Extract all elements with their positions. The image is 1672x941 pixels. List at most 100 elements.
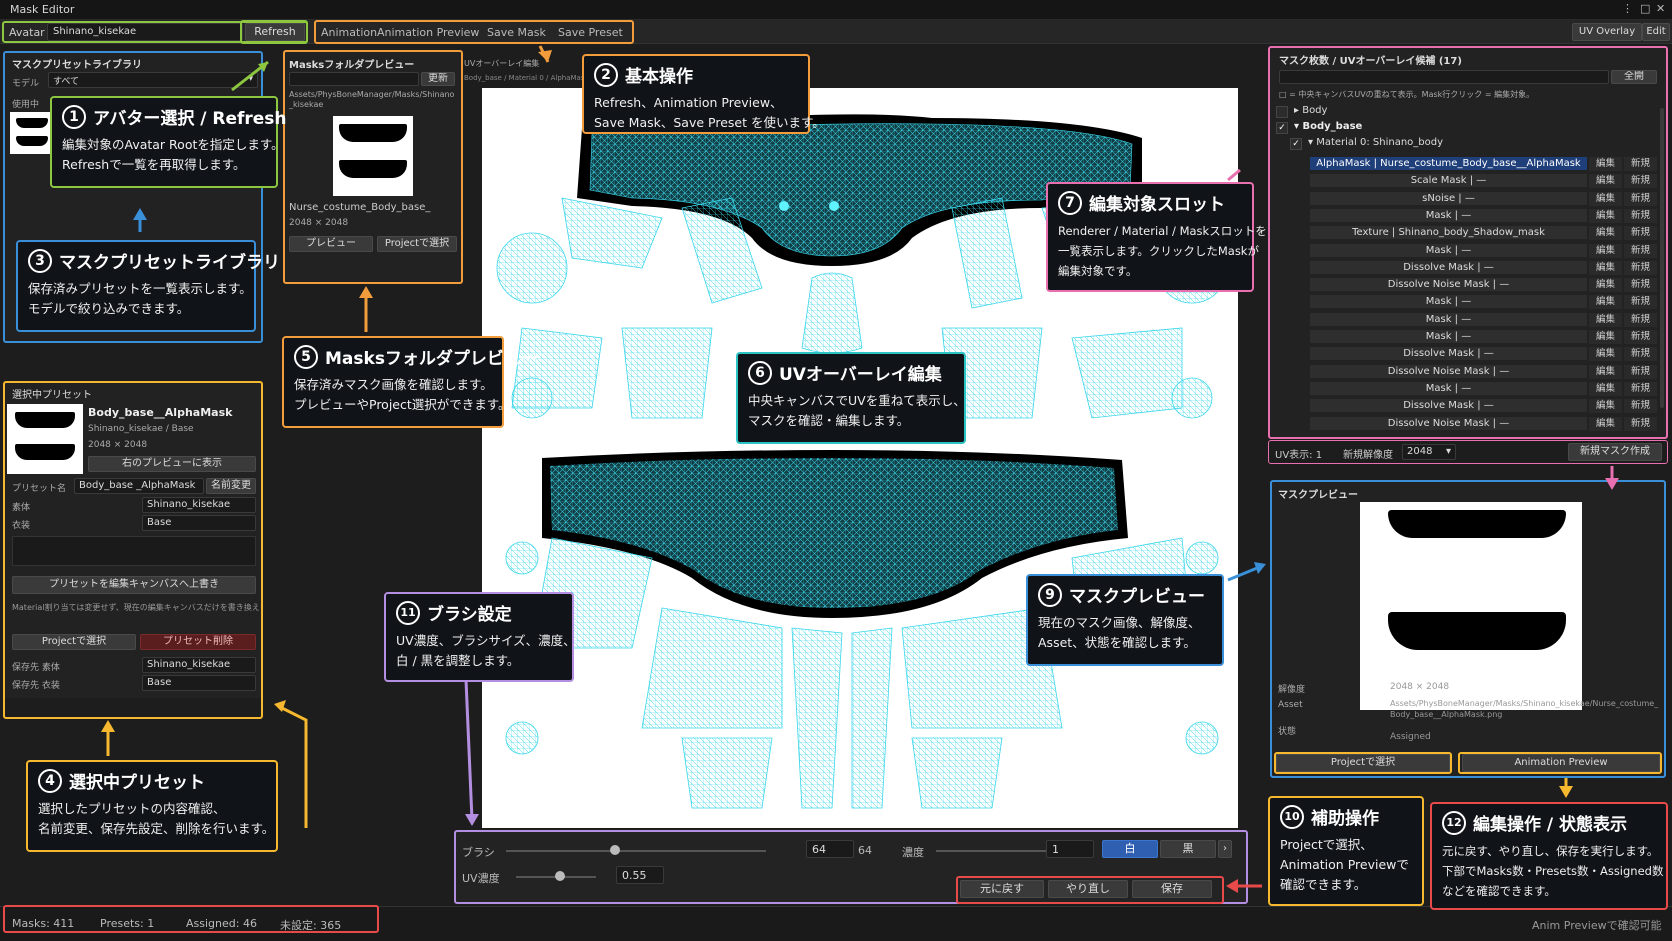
new-res-select[interactable]: 2048▾ <box>1402 444 1456 460</box>
mask-slot-new-button[interactable]: 新規 <box>1624 313 1657 327</box>
mask-slot-edit-button[interactable]: 編集 <box>1589 313 1622 327</box>
overwrite-canvas-button[interactable]: プリセットを編集キャンバスへ上書き <box>12 576 256 594</box>
model-select[interactable]: すべて ▾ <box>48 72 258 88</box>
mask-slot-new-button[interactable]: 新規 <box>1624 347 1657 361</box>
mask-slot-new-button[interactable]: 新規 <box>1624 295 1657 309</box>
tab-save-preset[interactable]: Save Preset <box>558 26 623 39</box>
brush-slider-knob[interactable] <box>610 845 621 855</box>
mask-slot-new-button[interactable]: 新規 <box>1624 174 1657 188</box>
mask-slot-new-button[interactable]: 新規 <box>1624 330 1657 344</box>
mask-slot-edit-button[interactable]: 編集 <box>1589 157 1622 171</box>
mask-slot-edit-button[interactable]: 編集 <box>1589 244 1622 258</box>
edit-button[interactable]: Edit <box>1642 23 1670 41</box>
mask-slot-edit-button[interactable]: 編集 <box>1589 382 1622 396</box>
redo-button[interactable]: やり直し <box>1048 880 1128 898</box>
white-button[interactable]: 白 <box>1102 840 1158 858</box>
rename-button[interactable]: 名前変更 <box>206 478 256 494</box>
mask-slot-new-button[interactable]: 新規 <box>1624 365 1657 379</box>
mask-slot-new-button[interactable]: 新規 <box>1624 226 1657 240</box>
mask-slot-edit-button[interactable]: 編集 <box>1589 330 1622 344</box>
refresh-button[interactable]: Refresh <box>245 23 305 41</box>
mask-slot-row[interactable]: Dissolve Mask | — <box>1310 399 1587 413</box>
mask-slot-row[interactable]: Texture | Shinano_body_Shadow_mask <box>1310 226 1587 240</box>
masks-folder-search[interactable] <box>289 72 419 86</box>
uv-overlay-button[interactable]: UV Overlay <box>1572 23 1642 41</box>
tab-animation[interactable]: Animation <box>321 26 378 39</box>
mask-slot-row[interactable]: Scale Mask | — <box>1310 174 1587 188</box>
save-costume-field[interactable]: Base <box>142 675 256 691</box>
masks-preview-button[interactable]: プレビュー <box>289 236 373 252</box>
uv-slider-knob[interactable] <box>555 871 565 881</box>
mask-slot-edit-button[interactable]: 編集 <box>1589 347 1622 361</box>
mask-slot-edit-button[interactable]: 編集 <box>1589 192 1622 206</box>
mask-project-select-button[interactable]: Projectで選択 <box>1276 754 1450 772</box>
delete-preset-button[interactable]: プリセット削除 <box>140 634 256 650</box>
mask-slot-new-button[interactable]: 新規 <box>1624 399 1657 413</box>
expand-all-button[interactable]: 全開 <box>1611 70 1657 84</box>
body-checkbox[interactable] <box>1276 106 1288 118</box>
project-select-button[interactable]: Projectで選択 <box>12 634 136 650</box>
mask-slot-row[interactable]: Dissolve Noise Mask | — <box>1310 417 1587 431</box>
mask-slot-edit-button[interactable]: 編集 <box>1589 365 1622 379</box>
mask-slot-edit-button[interactable]: 編集 <box>1589 278 1622 292</box>
mask-slot-row[interactable]: Dissolve Mask | — <box>1310 261 1587 275</box>
close-icon[interactable]: ✕ <box>1656 2 1666 15</box>
mask-slot-edit-button[interactable]: 編集 <box>1589 226 1622 240</box>
mask-slot-new-button[interactable]: 新規 <box>1624 244 1657 258</box>
tab-save-mask[interactable]: Save Mask <box>487 26 546 39</box>
preset-thumbnail[interactable] <box>10 112 54 154</box>
show-right-preview-button[interactable]: 右のプレビューに表示 <box>88 456 256 472</box>
mask-slot-row[interactable]: Mask | — <box>1310 295 1587 309</box>
undo-button[interactable]: 元に戻す <box>960 880 1044 898</box>
mask-slot-row[interactable]: AlphaMask | Nurse_costume_Body_base__Alp… <box>1310 157 1587 171</box>
mask-slot-edit-button[interactable]: 編集 <box>1589 261 1622 275</box>
mask-animation-preview-button[interactable]: Animation Preview <box>1462 754 1660 772</box>
tree-body-base[interactable]: ▾ Body_base <box>1294 121 1362 132</box>
mask-slot-new-button[interactable]: 新規 <box>1624 278 1657 292</box>
mask-slot-row[interactable]: sNoise | — <box>1310 192 1587 206</box>
save-button[interactable]: 保存 <box>1132 880 1212 898</box>
menu-icon[interactable]: ⋮ <box>1622 2 1633 15</box>
preset-name-field[interactable]: Body_base _AlphaMask <box>74 478 204 494</box>
masks-folder-refresh-button[interactable]: 更新 <box>421 72 455 86</box>
mask-slot-row[interactable]: Mask | — <box>1310 330 1587 344</box>
mask-slot-new-button[interactable]: 新規 <box>1624 417 1657 431</box>
tree-material[interactable]: ▾ Material 0: Shinano_body <box>1308 137 1443 148</box>
mask-slot-row[interactable]: Dissolve Mask | — <box>1310 347 1587 361</box>
body-base-checkbox[interactable]: ✓ <box>1276 122 1288 134</box>
mask-slot-edit-button[interactable]: 編集 <box>1589 399 1622 413</box>
mask-slots-search[interactable] <box>1279 70 1609 84</box>
material-field[interactable]: Shinano_kisekae <box>142 497 256 513</box>
mask-slot-row[interactable]: Mask | — <box>1310 313 1587 327</box>
create-mask-button[interactable]: 新規マスク作成 <box>1568 443 1662 461</box>
mask-slot-row[interactable]: Dissolve Noise Mask | — <box>1310 365 1587 379</box>
brush-slider-track[interactable] <box>506 850 766 852</box>
masks-folder-thumbnail[interactable] <box>333 116 413 196</box>
density-slider-track[interactable] <box>936 850 1056 852</box>
uv-density-field[interactable]: 0.55 <box>616 866 664 884</box>
preset-notes-area[interactable] <box>12 536 256 566</box>
tab-animation-preview[interactable]: Animation Preview <box>377 26 480 39</box>
mask-slot-edit-button[interactable]: 編集 <box>1589 295 1622 309</box>
avatar-field[interactable]: Shinano_kisekae <box>47 23 243 41</box>
black-button[interactable]: 黒 <box>1160 840 1216 858</box>
mask-slot-new-button[interactable]: 新規 <box>1624 382 1657 396</box>
brush-size-field[interactable]: 64 <box>806 840 854 858</box>
mask-slot-row[interactable]: Mask | — <box>1310 244 1587 258</box>
mask-slot-edit-button[interactable]: 編集 <box>1589 209 1622 223</box>
more-icon[interactable]: › <box>1218 840 1232 858</box>
mask-slot-new-button[interactable]: 新規 <box>1624 209 1657 223</box>
costume-field[interactable]: Base <box>142 515 256 531</box>
mask-slot-row[interactable]: Dissolve Noise Mask | — <box>1310 278 1587 292</box>
material-checkbox[interactable]: ✓ <box>1290 138 1302 150</box>
mask-slot-edit-button[interactable]: 編集 <box>1589 174 1622 188</box>
mask-slot-new-button[interactable]: 新規 <box>1624 192 1657 206</box>
mask-slot-new-button[interactable]: 新規 <box>1624 261 1657 275</box>
maximize-icon[interactable]: □ <box>1640 2 1651 15</box>
tree-body[interactable]: ▸ Body <box>1294 105 1327 116</box>
mask-slots-scrollbar[interactable] <box>1660 108 1664 408</box>
density-field[interactable]: 1 <box>1046 840 1094 858</box>
masks-project-select-button[interactable]: Projectで選択 <box>377 236 457 252</box>
mask-slot-row[interactable]: Mask | — <box>1310 209 1587 223</box>
mask-slot-new-button[interactable]: 新規 <box>1624 157 1657 171</box>
